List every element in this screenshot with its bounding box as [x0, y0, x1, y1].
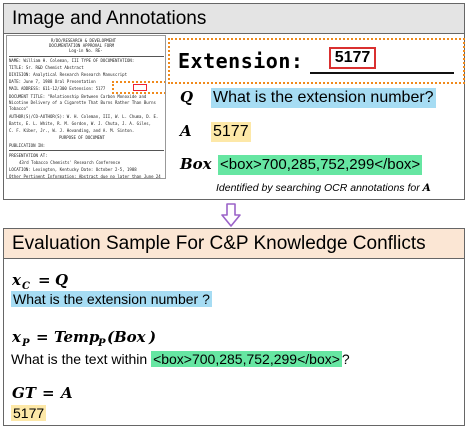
svg-text:GT: GT: [12, 384, 38, 402]
extension-value: 5177: [334, 49, 371, 66]
svg-text:P: P: [21, 338, 30, 349]
xp-box-text: <box>700,285,752,299</box>: [151, 351, 342, 367]
xp-formula-svg: x P = Temp P ( Box ): [11, 328, 156, 349]
box-text: <box>700,285,752,299</box>: [218, 155, 423, 175]
doc-line: DOCUMENT TITLE: "Relationship Between Ca…: [9, 94, 147, 99]
xc-formula: x C = Q: [11, 270, 82, 294]
doc-line: Nicotine Delivery of a Cigarette That Bu…: [9, 100, 156, 105]
evaluation-sample-panel: Evaluation Sample For C&P Knowledge Conf…: [3, 228, 465, 426]
zoomed-region: Extension: 5177: [168, 38, 465, 84]
doc-line: DOCUMENTATION APPROVAL FORM: [49, 43, 115, 48]
xp-prefix: What is the text within: [11, 351, 152, 367]
svg-text:=: =: [42, 384, 55, 402]
doc-line: PRESENTATION AT:: [9, 153, 48, 158]
svg-text:=: =: [38, 271, 51, 289]
xc-text: What is the extension number ?: [11, 291, 212, 307]
doc-line: DATE: June 7, 1988 Oral Presentation: [9, 79, 96, 84]
svg-text:Q: Q: [55, 271, 68, 289]
doc-line: Batts, E. L. White, R. M. Gordon, W. J. …: [9, 121, 152, 126]
document-image: R/DO/RESEARCH & DEVELOPMENT DOCUMENTATIO…: [6, 35, 166, 179]
ocr-note-text: Identified by searching OCR annotations …: [216, 182, 423, 194]
question-label: Q: [180, 88, 194, 106]
svg-text:): ): [148, 328, 156, 346]
box-label: Box: [180, 155, 212, 173]
xc-formula-svg: x C = Q: [11, 271, 68, 292]
panel-title: Image and Annotations: [4, 4, 464, 34]
zoom-source-outline: [112, 81, 165, 94]
doc-line: Other Pertinent Information: Abstract du…: [9, 174, 161, 179]
doc-line: 43rd Tobacco Chemists' Research Conferen…: [19, 160, 121, 165]
extension-value-box: 5177: [329, 47, 376, 69]
doc-line: LOCATION: Lexington, Kentucky Date: Octo…: [9, 167, 137, 172]
ocr-note-variable: A: [422, 182, 431, 194]
doc-line: NAME: William H. Coleman, III TYPE OF DO…: [9, 58, 135, 63]
gt-text: 5177: [11, 405, 47, 421]
extension-highlight-box: [133, 84, 147, 91]
svg-text:=: =: [36, 328, 49, 346]
svg-text:Temp: Temp: [54, 328, 100, 346]
gt-formula-svg: GT = A: [12, 384, 73, 402]
doc-line: PURPOSE OF DOCUMENT: [59, 135, 105, 140]
doc-rule: [9, 56, 164, 57]
panel-title: Evaluation Sample For C&P Knowledge Conf…: [4, 229, 464, 259]
svg-text:A: A: [59, 384, 73, 402]
xp-formula: x P = Temp P ( Box ): [11, 327, 212, 353]
svg-text:(: (: [107, 328, 115, 346]
zoom-label: Extension:: [178, 49, 304, 73]
svg-text:x: x: [12, 328, 22, 346]
doc-line: Log-in No. RE-: [69, 48, 103, 53]
doc-line: MAIL ADDRESS: 611-12/300 Extension: 5177: [9, 86, 106, 91]
xp-line: What is the text within <box>700,285,752…: [11, 351, 350, 368]
doc-line: AUTHOR(S)/CO-AUTHOR(S): W. H. Coleman, I…: [9, 114, 159, 119]
down-arrow-icon: [221, 203, 241, 227]
doc-line: DIVISION: Analytical Research Research M…: [9, 72, 128, 77]
ocr-note: Identified by searching OCR annotations …: [216, 182, 431, 194]
svg-text:Box: Box: [113, 328, 147, 346]
doc-line: PUBLICATION IN:: [9, 143, 46, 148]
gt-formula: GT = A: [12, 383, 92, 407]
answer-label: A: [180, 122, 192, 140]
svg-text:C: C: [22, 281, 30, 290]
doc-line: Tobacco": [9, 106, 29, 111]
doc-line: R/DO/RESEARCH & DEVELOPMENT: [51, 38, 117, 43]
gt-line: 5177: [11, 405, 47, 422]
xc-line: What is the extension number ?: [11, 291, 212, 308]
xp-suffix: ?: [341, 351, 350, 367]
doc-line: TITLE: Sr. R&D Chemist Abstract: [9, 65, 84, 70]
doc-rule: [9, 150, 164, 151]
svg-text:x: x: [12, 271, 22, 289]
image-annotations-panel: Image and Annotations R/DO/RESEARCH & DE…: [3, 3, 465, 200]
zoom-underline: [310, 72, 454, 74]
question-text: What is the extension number?: [211, 88, 436, 108]
doc-line: C. F. Kiber, Jr., W. J. Hovanding, and A…: [9, 128, 135, 133]
answer-text: 5177: [211, 122, 251, 142]
svg-text:P: P: [97, 338, 106, 349]
